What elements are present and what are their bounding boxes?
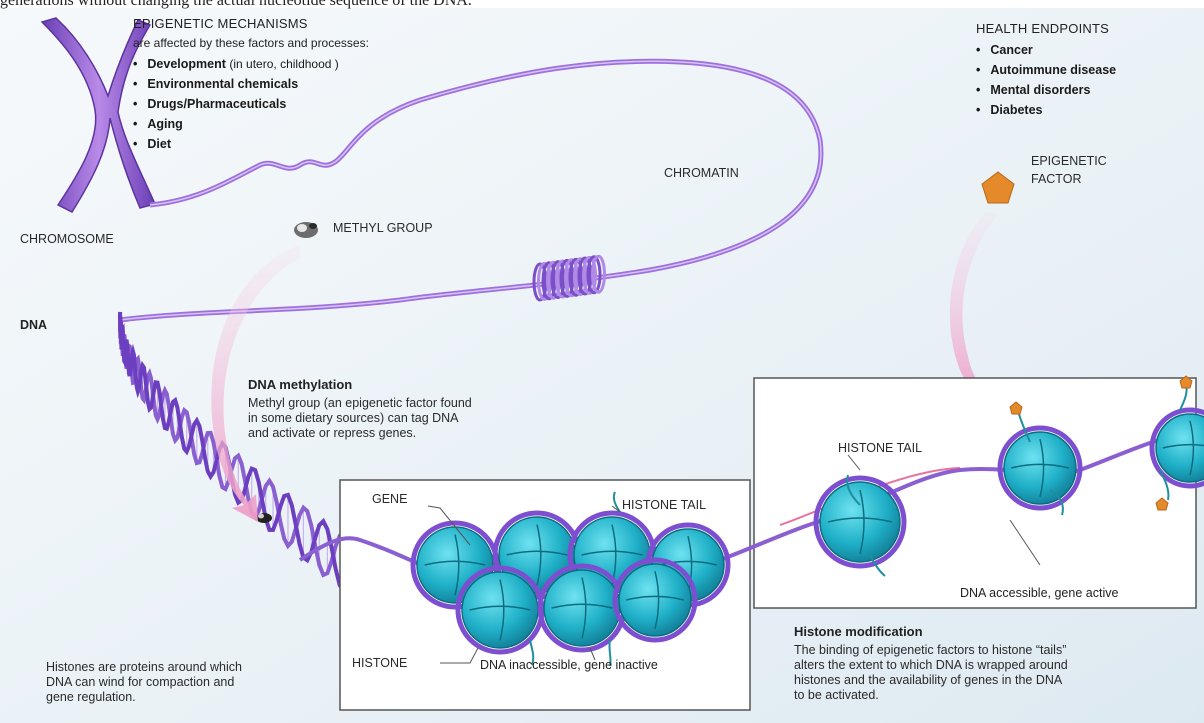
mechanism-item: Aging [133,114,339,134]
chromatin-label: CHROMATIN [664,166,739,181]
top-caption: generations without changing the actual … [0,0,472,10]
methyl-tag-on-dna-icon [256,513,272,523]
mechanism-item: Environmental chemicals [133,74,339,94]
histone-modification-panel [754,378,1196,608]
histone-modification-title: Histone modification [794,624,923,640]
endpoint-item: Cancer [976,40,1116,60]
dna-methylation-title: DNA methylation [248,377,352,393]
histone-core [619,564,691,636]
dna-label: DNA [20,318,47,333]
chromosome-label: CHROMOSOME [20,232,114,247]
endpoint-item: Mental disorders [976,80,1116,100]
epigenetic-mechanisms-title: EPIGENETIC MECHANISMS [133,16,308,32]
epigenetic-factor-label-2: FACTOR [1031,172,1081,187]
methyl-group-icon [294,222,318,238]
histone-tail-label-right: HISTONE TAIL [838,441,922,456]
dna-inaccessible-label: DNA inaccessible, gene inactive [480,658,658,673]
histone-core [462,572,538,648]
chromatin-coil [534,256,605,300]
mechanism-item: Diet [133,134,339,154]
endpoint-item: Diabetes [976,100,1116,120]
histone-core [820,482,900,562]
dna-methylation-text: Methyl group (an epigenetic factor found… [248,396,472,441]
histone-core [1004,432,1076,504]
gene-label: GENE [372,492,407,507]
health-endpoints-list: Cancer Autoimmune disease Mental disorde… [976,40,1116,120]
histone-label: HISTONE [352,656,407,671]
dna-accessible-label: DNA accessible, gene active [960,586,1118,601]
mechanism-item: Drugs/Pharmaceuticals [133,94,339,114]
epigenetic-factor-label-1: EPIGENETIC [1031,154,1107,169]
histone-modification-text: The binding of epigenetic factors to his… [794,643,1068,703]
epigenetic-mechanisms-list: Development (in utero, childhood ) Envir… [133,54,339,154]
methyl-group-label: METHYL GROUP [333,221,433,236]
histone-core [544,570,620,646]
epigenetic-mechanisms-subtitle: are affected by these factors and proces… [133,36,369,50]
endpoint-item: Autoimmune disease [976,60,1116,80]
mechanism-item: Development (in utero, childhood ) [133,54,339,74]
histone-tail-label-left: HISTONE TAIL [622,498,706,513]
histones-note: Histones are proteins around which DNA c… [46,660,242,705]
health-endpoints-title: HEALTH ENDPOINTS [976,21,1109,37]
